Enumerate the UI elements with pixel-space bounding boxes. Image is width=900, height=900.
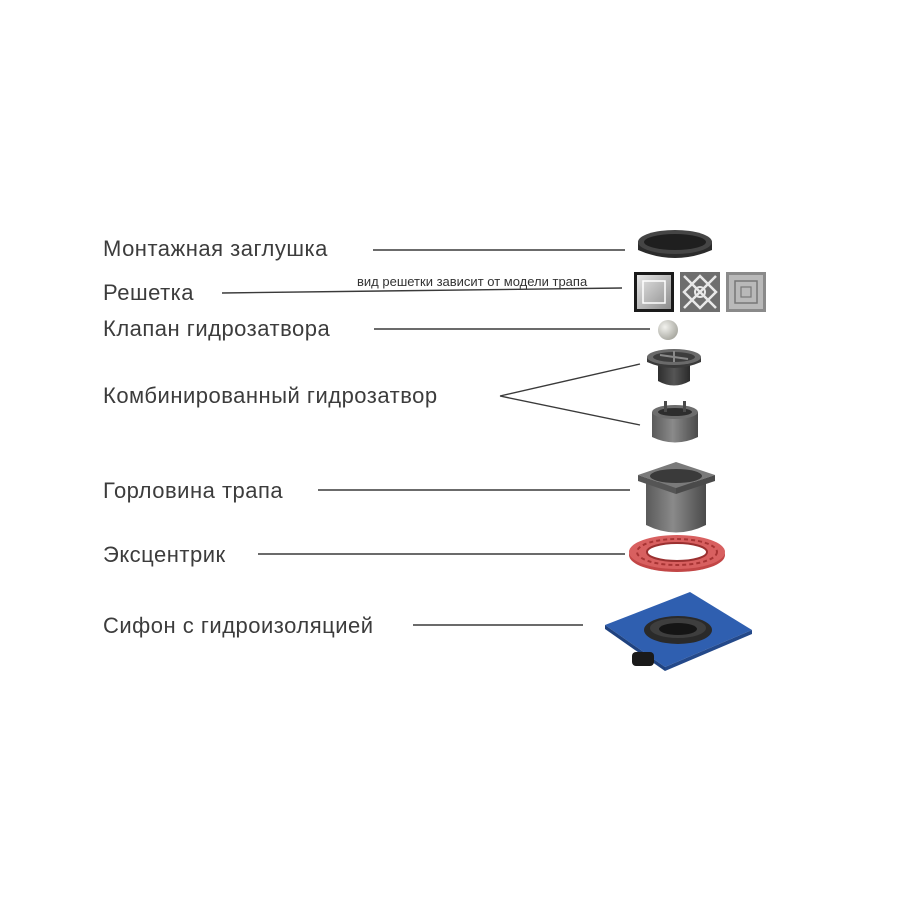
label-drain-neck: Горловина трапа (103, 478, 284, 503)
label-mounting-plug: Монтажная заглушка (103, 236, 328, 261)
drain-neck-icon (638, 462, 715, 533)
siphon-membrane-icon (605, 592, 752, 671)
label-eccentric: Эксцентрик (103, 542, 226, 567)
leader-lines (221, 249, 650, 626)
label-valve: Клапан гидрозатвора (103, 316, 331, 341)
combined-trap-icon (647, 349, 701, 443)
grate-note: вид решетки зависит от модели трапа (357, 274, 588, 289)
leader-line-trap-bottom (499, 395, 641, 426)
label-grate: Решетка (103, 280, 195, 305)
mounting-plug-icon (638, 230, 712, 258)
leader-line-grate (221, 287, 623, 294)
combined-trap-top-icon (647, 349, 701, 386)
leader-line-trap-top (499, 363, 641, 397)
valve-ball-icon (658, 320, 678, 340)
eccentric-ring-icon (629, 535, 725, 572)
grate-variant-plain-icon (634, 272, 674, 312)
combined-trap-bottom-icon (652, 401, 698, 443)
label-siphon: Сифон с гидроизоляцией (103, 613, 374, 638)
grate-icon (634, 272, 766, 312)
label-combined-trap: Комбинированный гидрозатвор (103, 383, 438, 408)
grate-variant-pattern-icon (680, 272, 720, 312)
grate-variant-frame-icon (726, 272, 766, 312)
